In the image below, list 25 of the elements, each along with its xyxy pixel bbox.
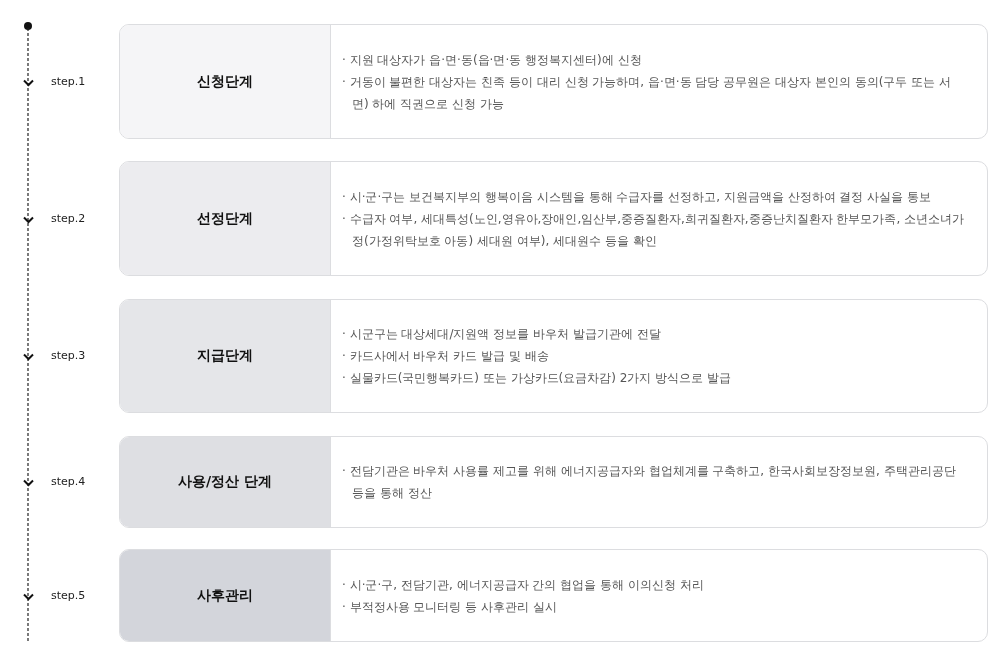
step-label: step.5	[51, 588, 86, 603]
bullet-text: · 시군구는 대상세대/지원액 정보를 바우처 발급기관에 전달	[342, 326, 661, 343]
step-title: 사용/정산 단계	[178, 473, 272, 491]
step-card	[119, 24, 988, 139]
bullet-text: · 지원 대상자가 읍·면·동(읍·면·동 행정복지센터)에 신청	[342, 51, 642, 69]
bullet-text: · 거동이 불편한 대상자는 친족 등이 대리 신청 가능하며, 읍·면·동 담당 공무원은 대상자 본인의 동의(구두 또는 서면) 하에 직권으로 신청 가능	[342, 73, 952, 113]
step-label: step.4	[51, 475, 86, 489]
bullet-text: · 부적정사용 모니터링 등 사후관리 실시	[342, 598, 557, 616]
bullet-text: · 시·군·구는 보건복지부의 행복이음 시스템을 통해 수급자를 선정하고, 지원금액을 산정하여 결정 사실을 통보	[342, 188, 932, 206]
step-title: 신청단계	[197, 72, 253, 91]
step-label: step.2	[51, 211, 86, 226]
bullet-text: · 전담기관은 바우처 사용률 제고를 위해 에너지공급자와 협업체계를 구축하고, 한국사회보장정보원, 주택관리공단 등을 통해 정산	[342, 463, 957, 502]
step-card	[119, 549, 988, 642]
step-title: 선정단계	[197, 209, 253, 228]
step-title: 사후관리	[197, 586, 253, 605]
bullet-text: · 카드사에서 바우처 카드 발급 및 배송	[342, 348, 549, 365]
step-card	[119, 161, 988, 276]
bullet-text: · 시·군·구, 전담기관, 에너지공급자 간의 협업을 통해 이의신청 처리	[342, 576, 704, 594]
bullet-text: · 실물카드(국민행복카드) 또는 가상카드(요금차감) 2가지 방식으로 발급	[342, 370, 732, 387]
step-card	[119, 299, 988, 413]
step-label: step.1	[51, 74, 86, 89]
bullet-text: · 수급자 여부, 세대특성(노인,영유아,장애인,임산부,중증질환자,희귀질환자,중증난치질환자 한부모가족, 소년소녀가정(가정위탁보호 아동) 세대원 여부), 세대원수 등을 확인	[342, 210, 965, 250]
step-title: 지급단계	[197, 347, 253, 365]
step-card	[119, 436, 988, 528]
step-label: step.3	[51, 349, 86, 363]
